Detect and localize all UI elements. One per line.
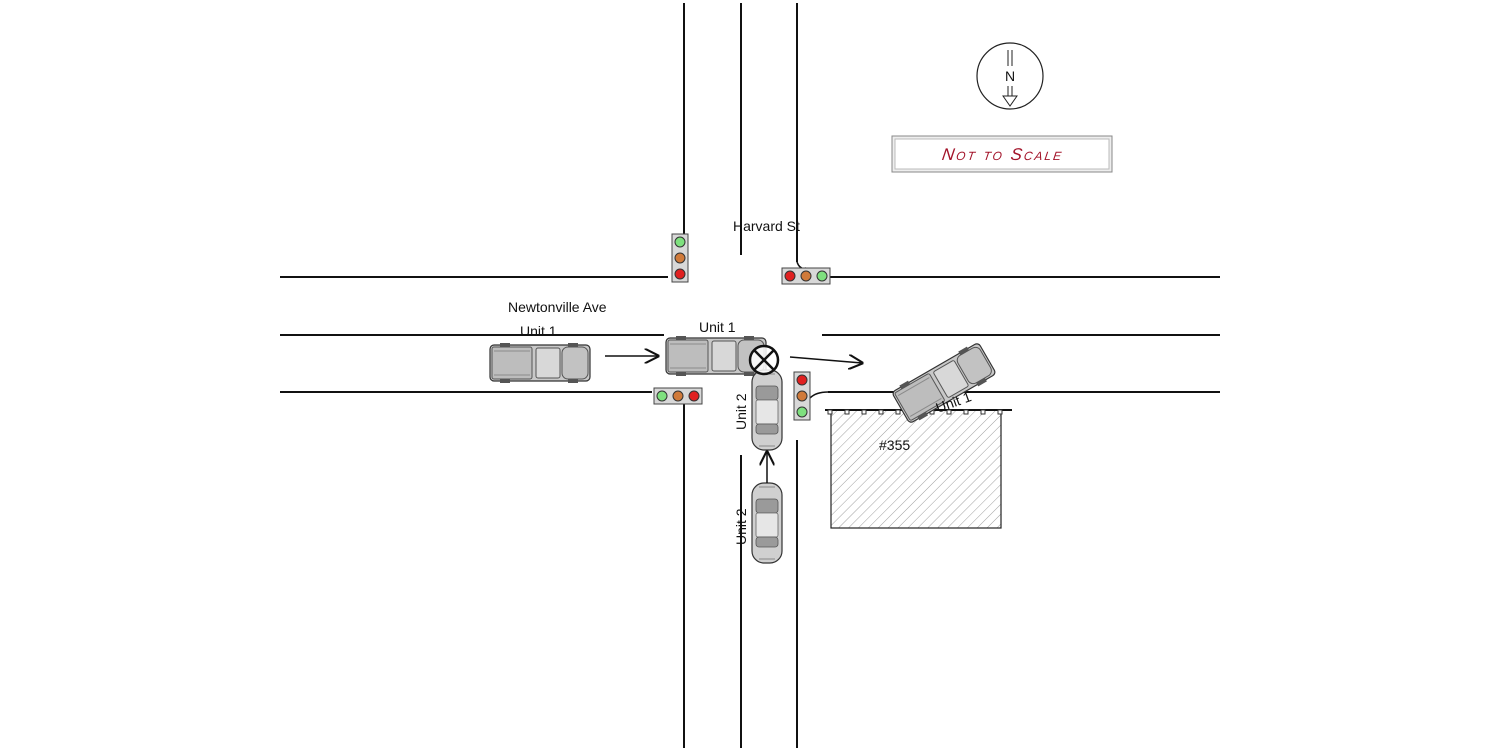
travel-arrows — [605, 356, 862, 483]
unit1-post-impact-arrow — [789, 357, 862, 363]
not-to-scale-text: Not to Scale — [941, 145, 1065, 164]
newtonville-ave-label: Newtonville Ave — [508, 299, 607, 315]
unit2-impact-label: Unit 2 — [733, 393, 749, 430]
unit2-car-impact — [751, 369, 783, 451]
unit2-car-approach — [751, 482, 783, 564]
point-of-impact-icon — [748, 344, 780, 376]
unit2-approach-label: Unit 2 — [733, 508, 749, 545]
signal-northeast — [781, 261, 831, 285]
building-address-label: #355 — [879, 437, 910, 453]
building-355: #355 — [825, 409, 1012, 529]
north-letter: N — [1005, 68, 1015, 84]
harvard-st-label: Harvard St — [733, 218, 800, 234]
not-to-scale-badge: Not to Scale — [891, 135, 1113, 173]
unit1-approach-label: Unit 1 — [520, 323, 557, 339]
signal-southeast — [793, 371, 829, 421]
signal-southwest — [653, 387, 703, 405]
unit1-impact-label: Unit 1 — [699, 319, 736, 335]
north-arrow-icon: N — [976, 42, 1044, 110]
signal-northwest — [671, 233, 689, 283]
unit1-truck-approach — [489, 342, 591, 384]
